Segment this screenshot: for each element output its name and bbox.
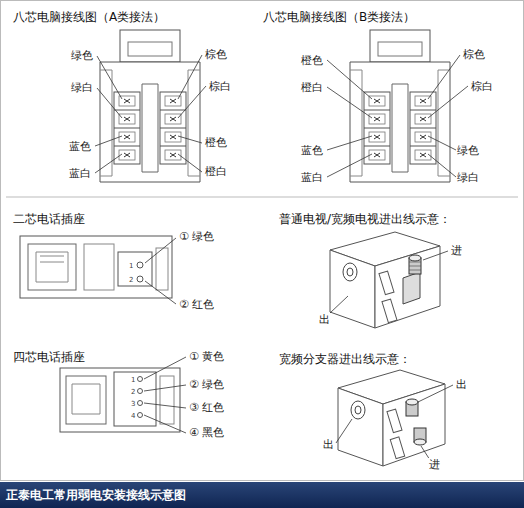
wire-color: 橙白 — [300, 81, 324, 94]
wire-color: 绿白 — [70, 81, 94, 94]
wire-label: ③ 红色 — [188, 401, 225, 414]
panel-title: 四芯电话插座 — [12, 350, 86, 364]
wire-label: ① 绿色 — [178, 230, 215, 243]
panel-title: 二芯电话插座 — [12, 212, 86, 226]
wire-color: 橙色 — [300, 54, 324, 67]
wire-label: ④ 黑色 — [188, 426, 225, 439]
terminal-number: 2 — [128, 276, 134, 284]
wire-color: 绿色 — [456, 144, 480, 157]
terminal-number: 3 — [130, 400, 136, 408]
wire-color: 绿色 — [70, 49, 94, 62]
wire-color: 蓝白 — [300, 171, 324, 184]
wire-color: 橙白 — [204, 165, 228, 178]
wire-label: ② 红色 — [178, 298, 215, 311]
panel-title: 宽频分支器进出线示意： — [278, 352, 412, 366]
terminal-number: 1 — [130, 376, 136, 384]
banner-text: 正泰电工常用弱电安装接线示意图 — [6, 488, 524, 502]
port-label: 出 — [455, 378, 468, 391]
wire-color: 棕白 — [208, 80, 232, 93]
terminal-number: 2 — [130, 388, 136, 396]
panel-title: 普通电视/宽频电视进出线示意： — [278, 212, 452, 226]
port-label: 出 — [318, 313, 331, 326]
wire-color: 棕色 — [204, 48, 228, 61]
wire-color: 棕白 — [470, 80, 494, 93]
title-band: 正泰电工常用弱电安装接线示意图 — [0, 482, 524, 508]
wire-color: 绿白 — [456, 171, 480, 184]
panel-title: 八芯电脑接线图（A类接法） — [12, 10, 166, 24]
wire-label: ① 黄色 — [188, 350, 225, 363]
wire-color: 棕色 — [462, 48, 486, 61]
terminal-number: 4 — [130, 412, 136, 420]
wire-color: 橙色 — [204, 136, 228, 149]
panel-title: 八芯电脑接线图（B类接法） — [262, 10, 416, 24]
wire-color: 蓝色 — [300, 144, 324, 157]
port-label: 进 — [450, 244, 463, 257]
port-label: 出 — [322, 438, 335, 451]
wire-color: 蓝色 — [68, 140, 92, 153]
port-label: 进 — [428, 458, 441, 471]
wire-color: 蓝白 — [68, 167, 92, 180]
wire-label: ② 绿色 — [188, 378, 225, 391]
terminal-number: 1 — [128, 262, 134, 270]
